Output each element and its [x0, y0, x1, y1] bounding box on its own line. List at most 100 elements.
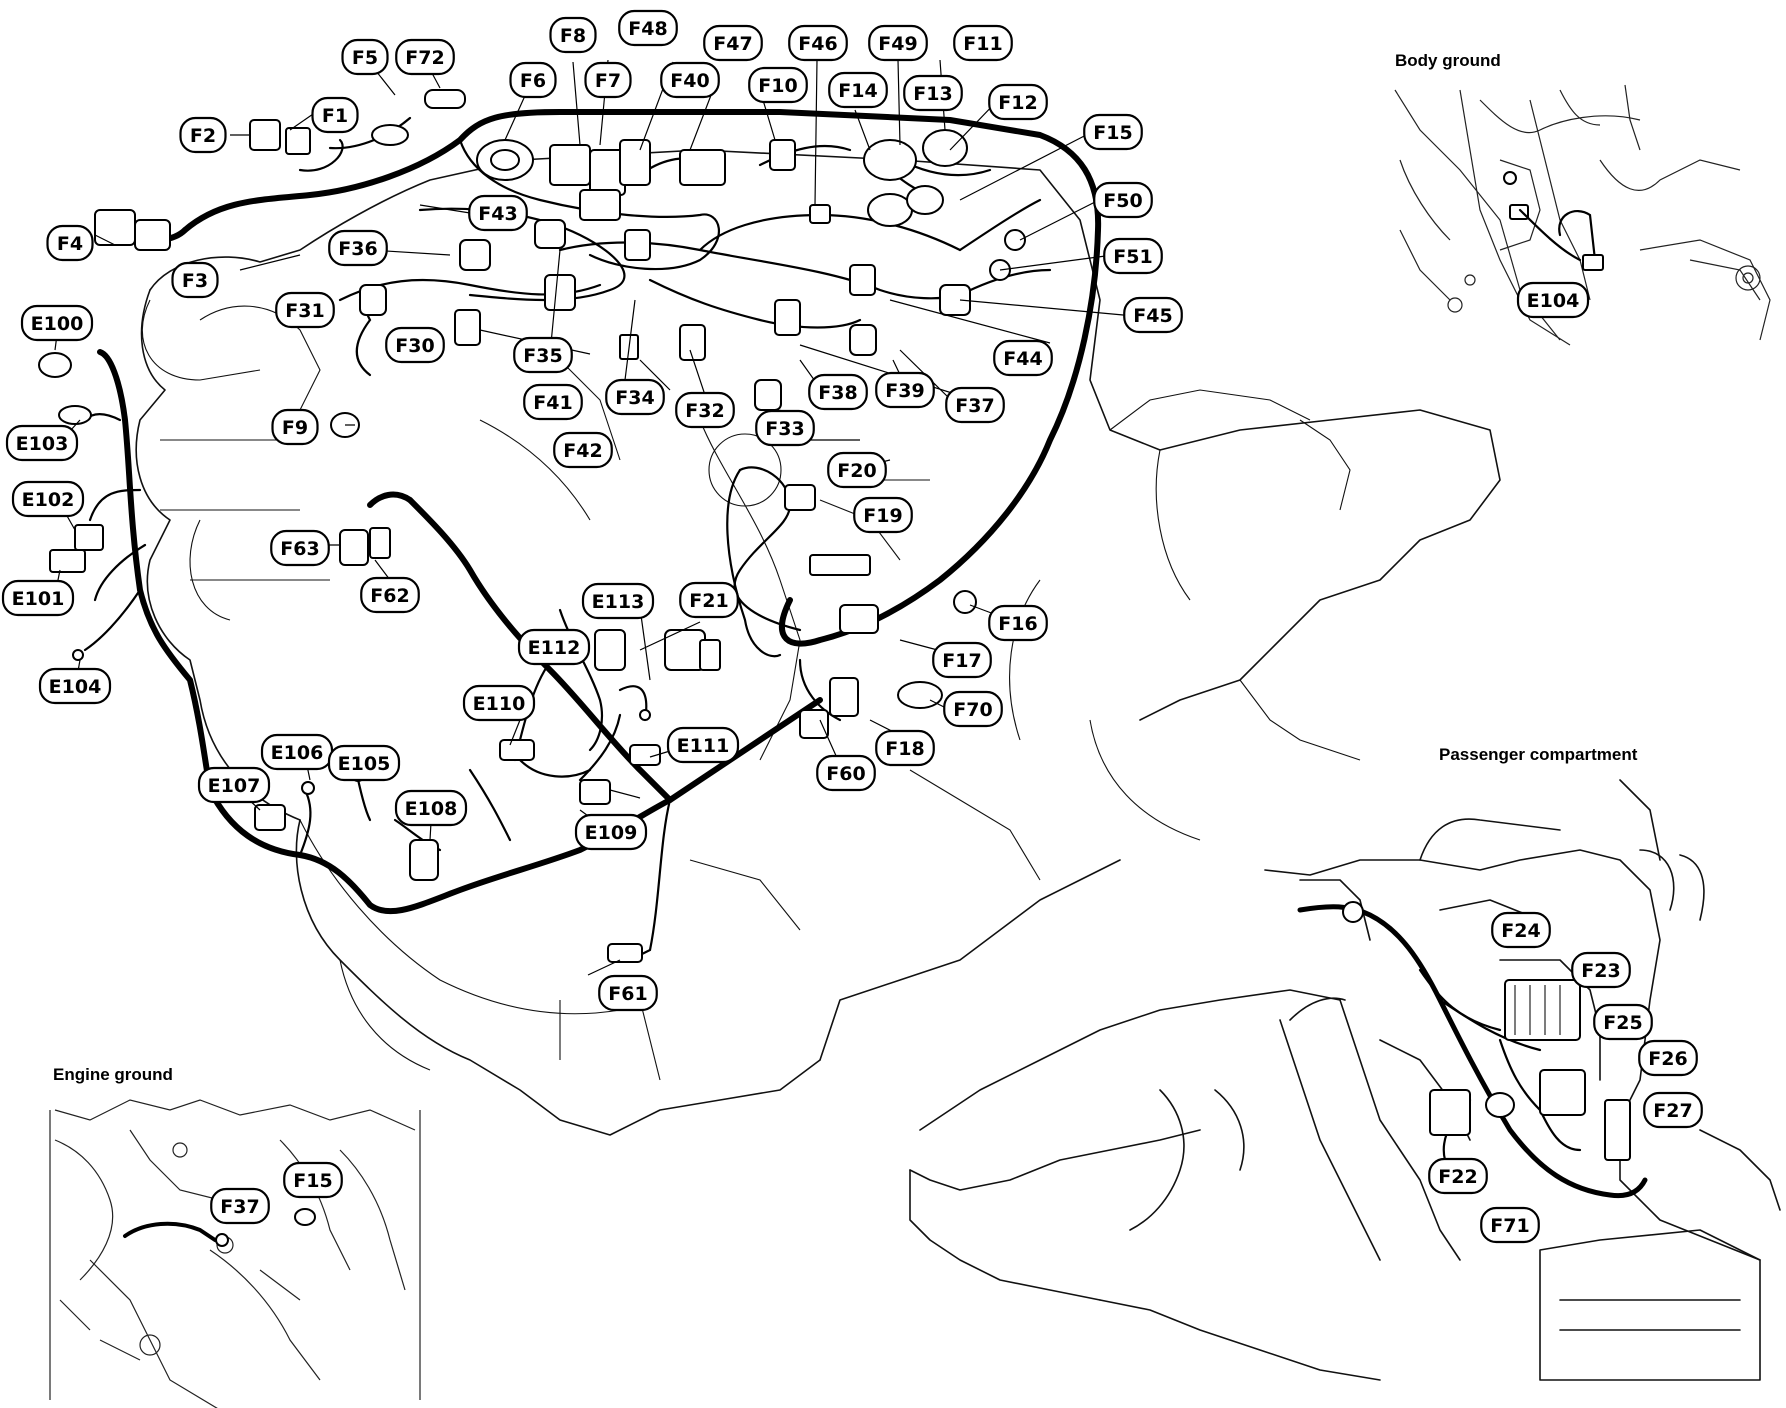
connector-label-box — [517, 628, 591, 666]
connector-label-box — [1093, 181, 1153, 219]
connector-label-box — [932, 641, 992, 679]
connector-label-box — [945, 386, 1005, 424]
connector-label-f60: F60 — [816, 754, 876, 792]
connector-label-box — [1, 579, 75, 617]
connector-label-f62: F62 — [360, 576, 420, 614]
connector-label-e111: E111 — [666, 726, 740, 764]
connector-label-text: F40 — [670, 70, 709, 92]
connector-label-text: F4 — [57, 233, 83, 255]
connector-label-f20: F20 — [827, 451, 887, 489]
connector-label-text: F14 — [838, 80, 877, 102]
connector-label-text: F42 — [563, 440, 602, 462]
connector-label-f19: F19 — [853, 496, 913, 534]
connector-label-text: F60 — [826, 763, 865, 785]
connector-label-box — [868, 24, 928, 62]
connector-label-box — [462, 684, 536, 722]
connector-label-text: F43 — [478, 203, 517, 225]
connector-label-text: E112 — [528, 637, 581, 659]
connector-label-box — [283, 1161, 343, 1199]
connector-label-box — [210, 1187, 270, 1225]
connector-label-box — [953, 24, 1013, 62]
connector-label-text: F32 — [685, 400, 724, 422]
connector-label-text: F22 — [1438, 1166, 1477, 1188]
connector-label-text: F12 — [998, 92, 1037, 114]
connector-label-text: F10 — [758, 75, 797, 97]
left-harness — [83, 349, 823, 962]
connector-label-e100: E100 — [20, 304, 94, 342]
connector-label-text: F61 — [608, 983, 647, 1005]
connector-label-f41: F41 — [523, 383, 583, 421]
connector-label-text: F30 — [395, 335, 434, 357]
connector-label-text: F44 — [1003, 348, 1042, 370]
connector-label-text: F36 — [338, 238, 377, 260]
connector-label-box — [271, 408, 319, 446]
connector-label-f39: F39 — [875, 371, 935, 409]
connectors — [38, 89, 1026, 963]
connector-label-box — [605, 378, 665, 416]
connector-label-text: F17 — [942, 650, 981, 672]
connector-label-text: F33 — [765, 418, 804, 440]
connector-label-box — [598, 974, 658, 1012]
connector-label-f63: F63 — [270, 529, 330, 567]
connector-label-f72: F72 — [395, 38, 455, 76]
connector-label-text: F16 — [998, 613, 1037, 635]
connector-label-f27: F27 — [1643, 1091, 1703, 1129]
connector-label-text: E110 — [473, 693, 526, 715]
connector-label-f43: F43 — [468, 194, 528, 232]
connector-label-box — [523, 383, 583, 421]
connector-label-f15b: F15 — [283, 1161, 343, 1199]
connector-label-text: E113 — [592, 591, 645, 613]
connector-label-text: F23 — [1581, 960, 1620, 982]
connector-label-f45: F45 — [1123, 296, 1183, 334]
connector-label-f46: F46 — [788, 24, 848, 62]
connector-label-box — [755, 409, 815, 447]
connector-label-f8: F8 — [549, 16, 597, 54]
connector-label-text: F41 — [533, 392, 572, 414]
connector-label-e112: E112 — [517, 628, 591, 666]
connector-label-f36: F36 — [328, 229, 388, 267]
connector-label-text: F20 — [837, 460, 876, 482]
connector-label-box — [816, 754, 876, 792]
connector-label-box — [988, 604, 1048, 642]
connector-label-box — [1428, 1157, 1488, 1195]
connector-label-box — [853, 496, 913, 534]
connector-label-f37: F37 — [945, 386, 1005, 424]
connector-label-f37b: F37 — [210, 1187, 270, 1225]
connector-label-text: F2 — [190, 125, 216, 147]
connector-label-box — [395, 38, 455, 76]
connector-label-box — [675, 391, 735, 429]
connector-label-e109: E109 — [574, 813, 648, 851]
connector-label-f42: F42 — [553, 431, 613, 469]
connector-label-box — [11, 480, 85, 518]
connector-label-e110: E110 — [462, 684, 536, 722]
connector-label-text: F19 — [863, 505, 902, 527]
connector-label-f38: F38 — [808, 373, 868, 411]
connector-label-f71: F71 — [1480, 1206, 1540, 1244]
passenger-compartment-drawing — [909, 779, 1781, 1381]
connector-label-f18: F18 — [875, 729, 935, 767]
connector-label-text: F38 — [818, 382, 857, 404]
connector-label-text: F70 — [953, 699, 992, 721]
connector-label-text: E101 — [12, 588, 65, 610]
connector-label-f21: F21 — [679, 581, 739, 619]
connector-label-f1: F1 — [311, 96, 359, 134]
connector-label-box — [171, 261, 219, 299]
connector-label-f44: F44 — [993, 339, 1053, 377]
connector-label-e101: E101 — [1, 579, 75, 617]
connector-label-text: F35 — [523, 345, 562, 367]
connector-label-box — [875, 371, 935, 409]
connector-label-text: F9 — [282, 417, 308, 439]
connector-label-f61: F61 — [598, 974, 658, 1012]
connector-label-text: F46 — [798, 33, 837, 55]
connector-label-text: F49 — [878, 33, 917, 55]
connector-label-text: F34 — [615, 387, 654, 409]
body-ground-caption: Body ground — [1395, 51, 1501, 70]
connector-label-f33: F33 — [755, 409, 815, 447]
connector-label-box — [808, 373, 868, 411]
connector-label-box — [666, 726, 740, 764]
connector-label-e106: E106 — [260, 733, 334, 771]
connector-label-text: E104 — [1527, 290, 1580, 312]
connector-label-text: F6 — [520, 70, 546, 92]
